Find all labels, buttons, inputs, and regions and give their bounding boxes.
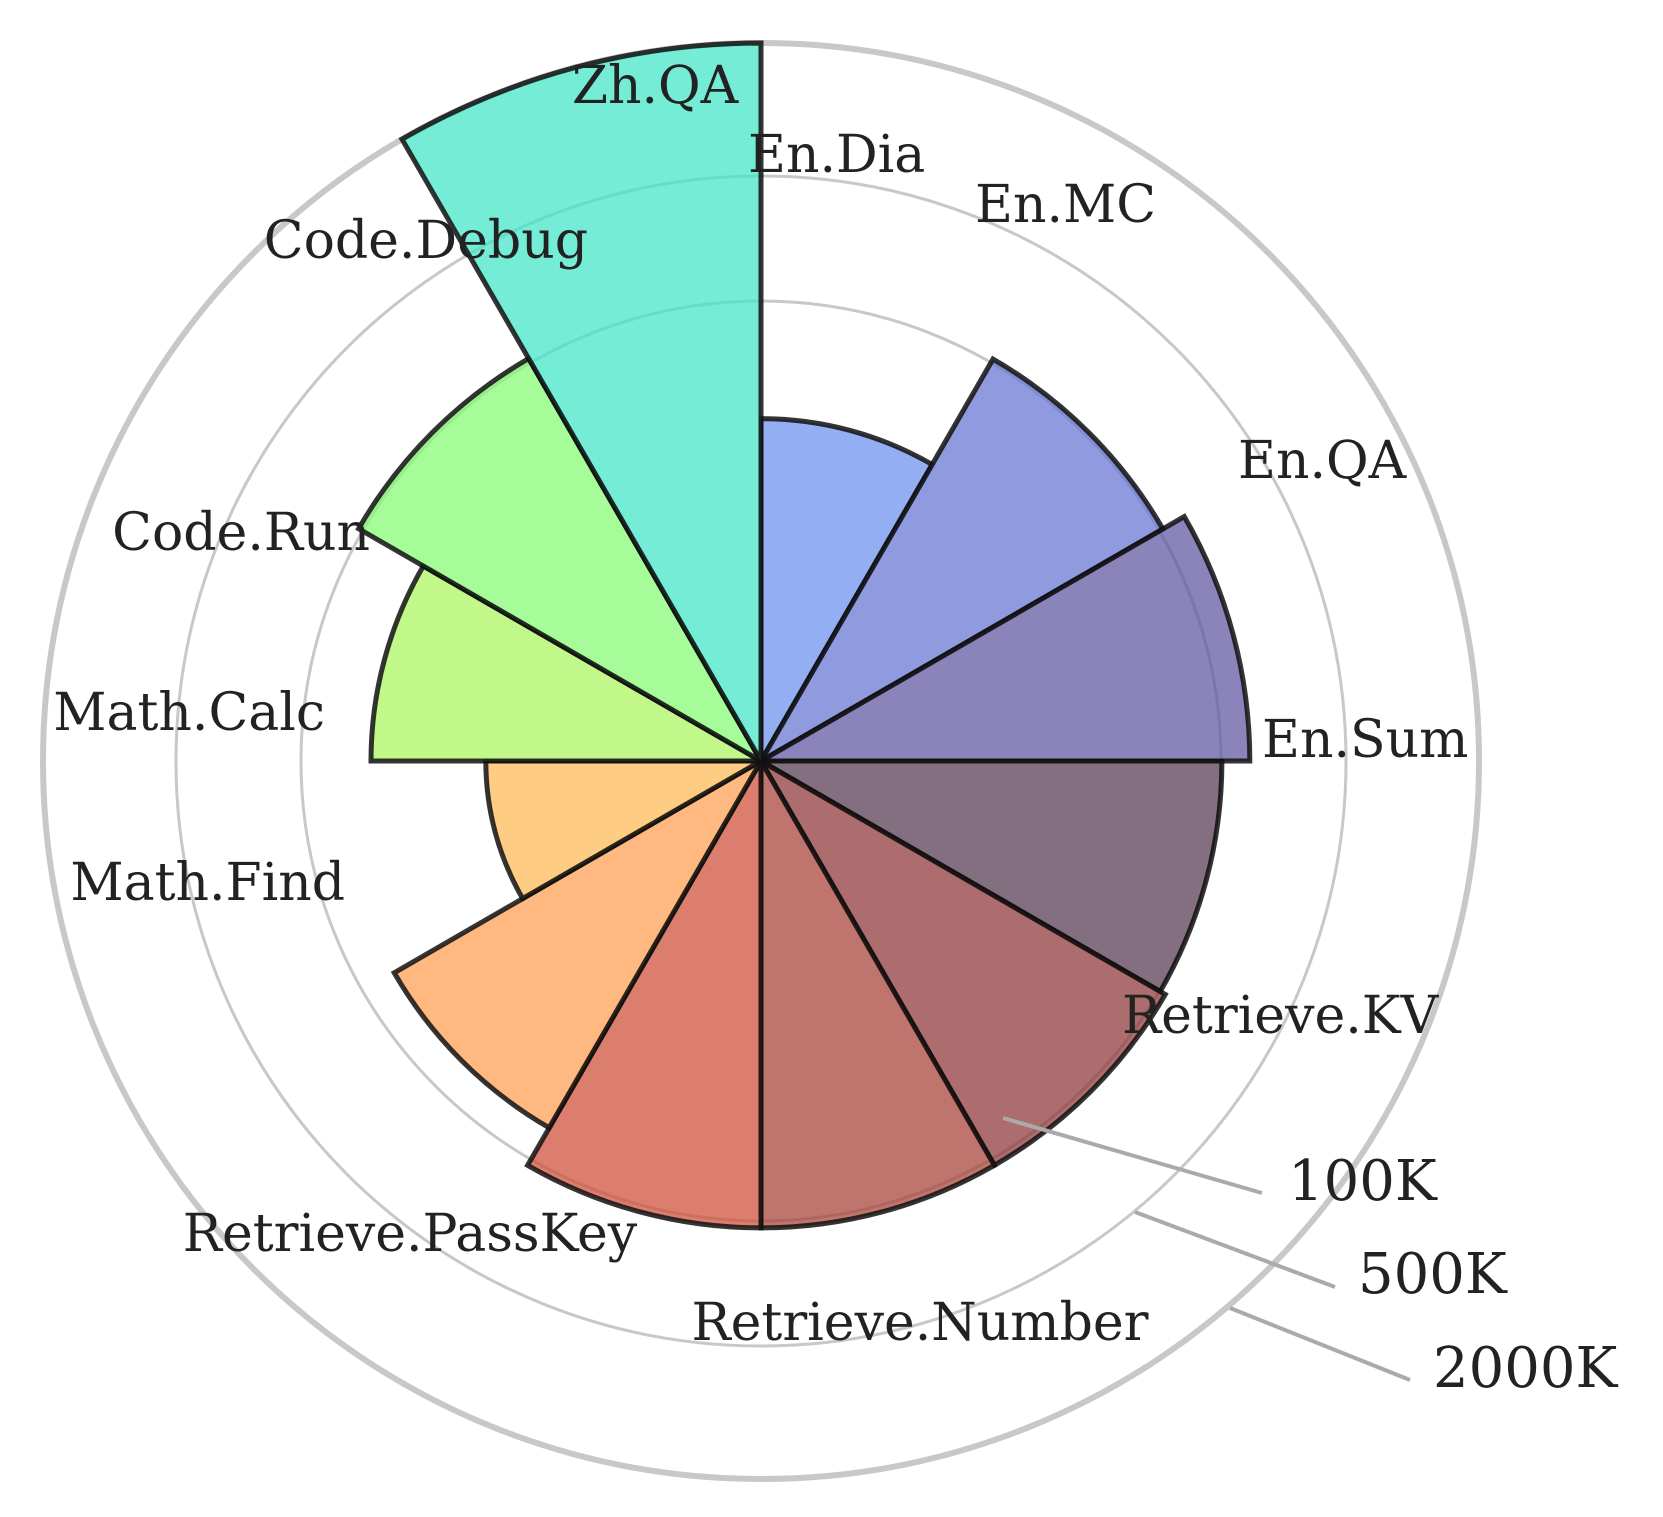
ring-label-2000k: 2000K	[1433, 1336, 1619, 1401]
ring-leader-500k	[1134, 1210, 1336, 1289]
sector-math-find	[390, 754, 768, 1132]
ring-label-500k: 500K	[1358, 1242, 1508, 1307]
label-en-dia: En.Dia	[748, 125, 925, 185]
sector-math-calc	[483, 758, 771, 903]
sector-code-run	[368, 562, 771, 764]
sector-zh-qa	[398, 40, 764, 771]
label-retrieve-passkey: Retrieve.PassKey	[183, 1204, 638, 1264]
label-retrieve-kv: Retrieve.KV	[1122, 986, 1440, 1046]
chart-sectors	[355, 40, 1253, 1231]
ring-label-100k: 100K	[1288, 1149, 1438, 1214]
label-math-find: Math.Find	[70, 853, 345, 913]
sector-en-dia	[758, 416, 936, 771]
ring-labels: 100K 500K 2000K	[1002, 1116, 1619, 1401]
sector-retrieve-passkey	[524, 751, 764, 1231]
label-en-mc: En.MC	[975, 175, 1156, 235]
label-code-debug: Code.Debug	[264, 211, 588, 271]
label-en-sum: En.Sum	[1262, 710, 1468, 770]
label-retrieve-number: Retrieve.Number	[692, 1293, 1149, 1353]
label-code-run: Code.Run	[112, 503, 370, 563]
sector-code-debug	[355, 355, 768, 768]
ring-leader-2000k	[1229, 1306, 1411, 1382]
ring-leader-100k	[1002, 1116, 1263, 1195]
sector-retrieve-kv	[754, 754, 1169, 1169]
sector-retrieve-number	[758, 751, 998, 1231]
label-math-calc: Math.Calc	[53, 683, 325, 743]
sector-en-mc	[754, 355, 1167, 768]
label-en-qa: En.QA	[1238, 431, 1408, 491]
sector-en-qa	[751, 513, 1253, 764]
label-zh-qa: Zh.QA	[572, 56, 740, 116]
sector-en-sum	[751, 758, 1225, 995]
